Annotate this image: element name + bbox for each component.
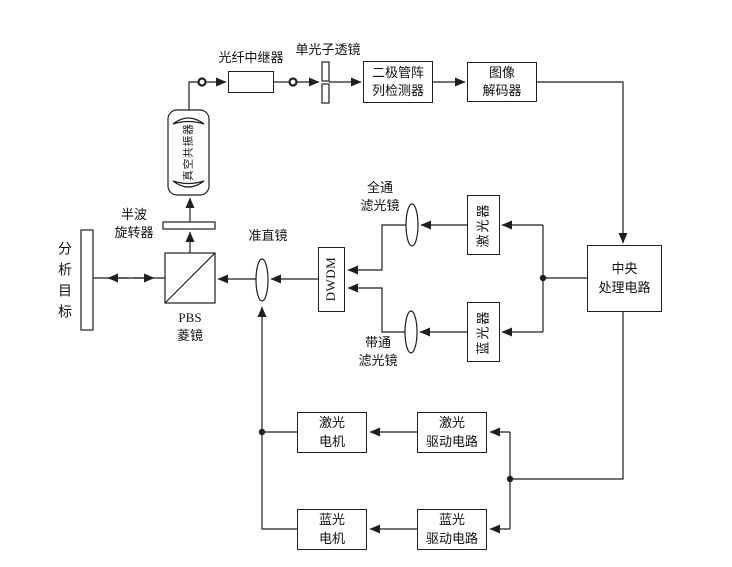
pbs-label: PBS 菱镜 <box>160 309 220 344</box>
laser-box: 激光器 <box>467 195 500 255</box>
junction-dot-motor-bus <box>258 428 266 436</box>
blue-light-box: 蓝光器 <box>467 302 500 362</box>
laser-driver-line1: 激光 <box>438 415 465 431</box>
half-wave-rotator-line1: 半波 <box>120 207 147 222</box>
half-wave-rotator-label: 半波 旋转器 <box>103 206 165 241</box>
wire-resonator-to-top-line <box>188 81 198 110</box>
central-processing-box: 中央 处理电路 <box>587 245 662 312</box>
laser-motor-line2: 电机 <box>318 433 345 449</box>
dwdm-label: DWDM <box>323 257 339 302</box>
diode-array-detector-line1: 二极管阵 <box>371 64 424 80</box>
central-processing-line2: 处理电路 <box>598 279 651 295</box>
arrow-motors-to-collimator <box>257 306 297 530</box>
analysis-target-plate <box>80 229 94 331</box>
blue-motor-box: 蓝光 电机 <box>297 509 367 550</box>
image-decoder-line2: 解码器 <box>482 83 522 98</box>
junction-dot-driver-bus <box>506 475 514 483</box>
blue-motor-line2: 电机 <box>318 530 345 546</box>
dwdm-box: DWDM <box>318 247 345 312</box>
blue-light-label: 蓝光器 <box>475 309 491 355</box>
image-decoder-box: 图像 解码器 <box>467 62 537 102</box>
all-pass-filter-line1: 全通 <box>366 180 393 195</box>
half-wave-plate <box>162 221 216 230</box>
fiber-loop-icon-1 <box>197 77 207 87</box>
pbs-line2: 菱镜 <box>176 327 203 343</box>
pbs-diagonal <box>164 252 216 304</box>
band-pass-filter-line1: 带通 <box>364 335 391 350</box>
single-photon-lens-lower-bar <box>321 83 330 104</box>
fiber-repeater-box <box>228 71 274 93</box>
vacuum-resonator-label: 真空共振器 <box>183 123 195 181</box>
arrow-decoder-to-cpu <box>537 81 628 244</box>
resonator-mirror-bottom <box>172 180 205 188</box>
junction-dot-source-bus <box>539 274 547 282</box>
band-pass-filter-line2: 滤光镜 <box>358 352 398 368</box>
half-wave-rotator-line2: 旋转器 <box>114 224 154 240</box>
all-pass-filter-line2: 滤光镜 <box>360 197 400 213</box>
band-pass-filter-lens-shape <box>404 310 418 354</box>
laser-label: 激光器 <box>475 202 491 248</box>
resonator-mirror-top <box>172 117 205 125</box>
arrow-allpass-to-dwdm <box>347 224 406 275</box>
blue-driver-box: 蓝光 驱动电路 <box>417 509 487 550</box>
collimating-lens-shape <box>255 258 269 302</box>
single-photon-lens-label: 单光子透镜 <box>295 42 361 57</box>
central-processing-line1: 中央 <box>611 261 638 277</box>
laser-driver-line2: 驱动电路 <box>425 433 478 449</box>
laser-motor-box: 激光 电机 <box>297 412 367 453</box>
laser-driver-box: 激光 驱动电路 <box>417 412 487 453</box>
laser-motor-line1: 激光 <box>318 415 345 431</box>
blue-driver-line1: 蓝光 <box>438 512 465 528</box>
diode-array-detector-line2: 列检测器 <box>371 83 424 98</box>
blue-motor-line1: 蓝光 <box>318 512 345 528</box>
fiber-loop-icon-2 <box>288 77 298 87</box>
blue-driver-line2: 驱动电路 <box>425 530 478 546</box>
analysis-target-label: 分析目标 <box>56 241 71 325</box>
image-decoder-line1: 图像 <box>488 64 515 80</box>
all-pass-filter-lens-shape <box>405 203 419 247</box>
vacuum-resonator-body <box>167 109 210 196</box>
pbs-line1: PBS <box>178 310 202 325</box>
collimating-lens-label: 准直镜 <box>248 228 288 243</box>
wire-cpu-to-driver-bus <box>510 312 624 480</box>
fiber-repeater-label: 光纤中继器 <box>218 50 284 65</box>
band-pass-filter-label: 带通 滤光镜 <box>346 334 410 369</box>
diode-array-detector-box: 二极管阵 列检测器 <box>363 61 433 103</box>
arrow-bandpass-to-dwdm <box>347 283 405 333</box>
single-photon-lens-upper-bar <box>321 61 330 82</box>
all-pass-filter-label: 全通 滤光镜 <box>348 179 412 214</box>
